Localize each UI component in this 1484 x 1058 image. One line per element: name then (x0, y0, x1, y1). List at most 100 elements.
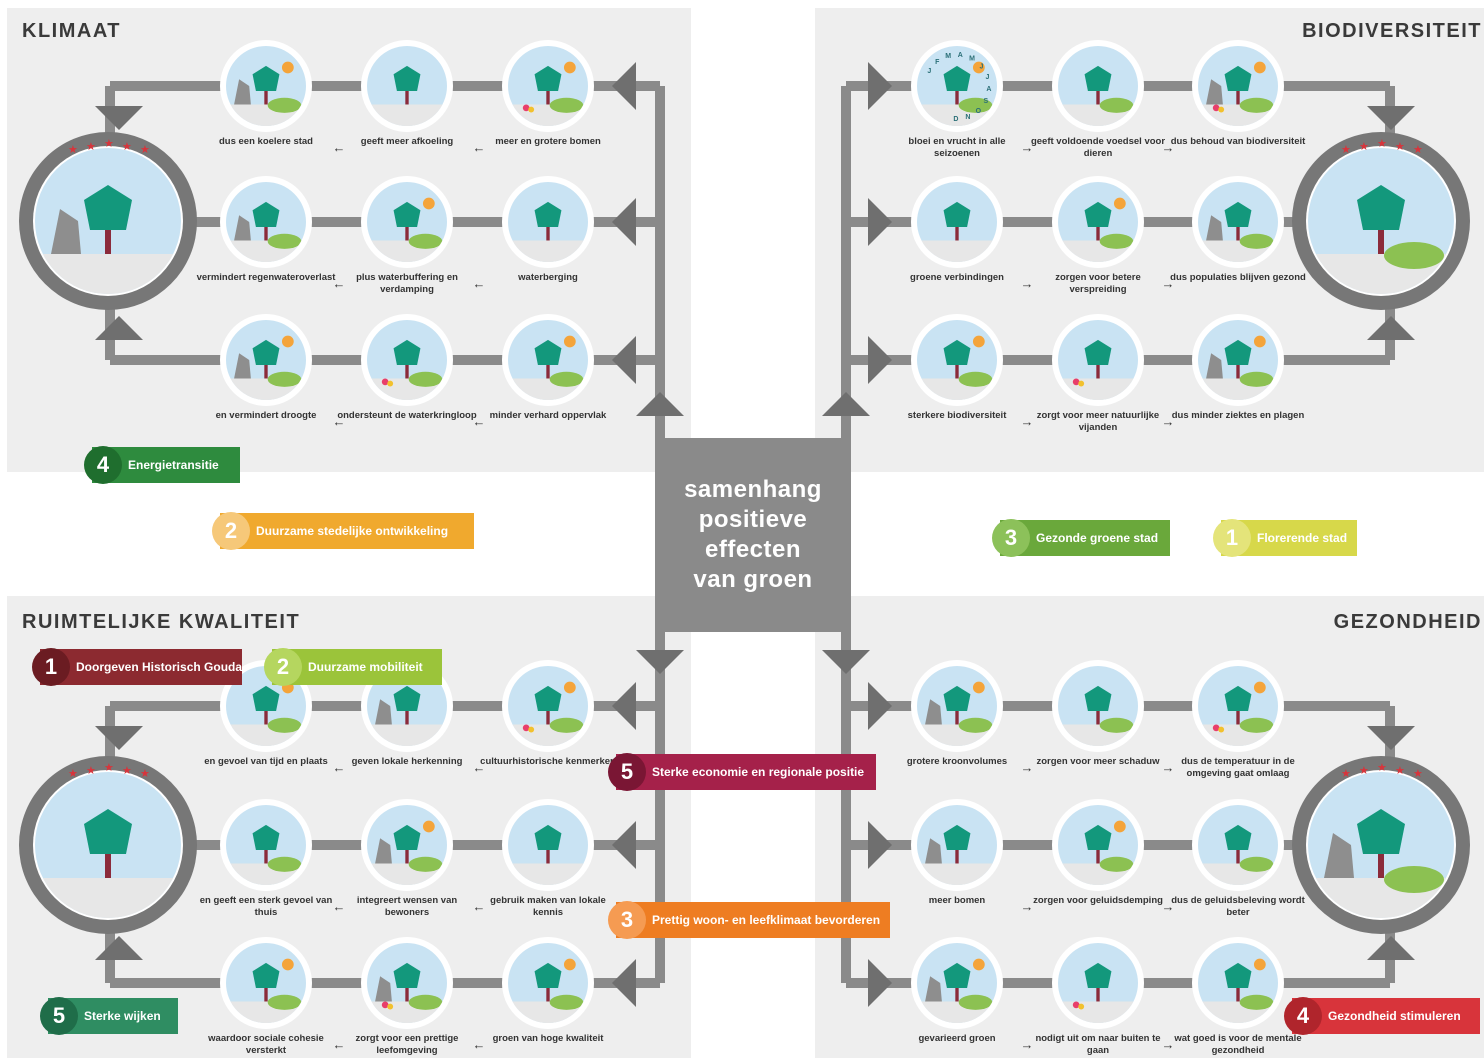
flow-arrow (1367, 106, 1415, 130)
arrow-left-icon: ← (332, 414, 346, 429)
effect-node (506, 180, 590, 264)
effect-caption: dus de temperatuur in de omgeving gaat o… (1181, 756, 1295, 779)
effect-caption: en gevoel van tijd en plaats (204, 756, 328, 767)
effect-node (915, 664, 999, 748)
star-icon: ★ (1359, 765, 1369, 777)
arrow-right-icon: → (1161, 276, 1175, 291)
star-icon: ★ (1341, 144, 1351, 156)
effect-caption: groene verbindingen (910, 272, 1004, 283)
effect-node (506, 318, 590, 402)
effect-caption: groen van hoge kwaliteit (492, 1033, 604, 1044)
flow-arrow (822, 392, 870, 416)
effect-caption: dus minder ziektes en plagen (1171, 410, 1305, 421)
center-title-line: samenhang (684, 476, 822, 503)
scene-icon (508, 943, 588, 1023)
goal-badge-number: 4 (84, 446, 122, 484)
effect-caption: waardoor sociale cohesie versterkt (208, 1033, 324, 1056)
effect-node (365, 941, 449, 1025)
summary-circle (33, 146, 183, 296)
star-icon: ★ (1377, 762, 1387, 774)
effect-node (1196, 664, 1280, 748)
effect-caption: plus waterbuffering en verdamping (356, 272, 458, 295)
arrow-left-icon: ← (332, 760, 346, 775)
goal-badge-label: Gezonde groene stad (1036, 531, 1159, 545)
goal-badge-number: 2 (212, 512, 250, 550)
scene-icon (508, 182, 588, 262)
scene-icon (226, 46, 306, 126)
star-icon: ★ (122, 141, 132, 153)
flow-arrow (636, 650, 684, 674)
arrow-right-icon: → (1161, 899, 1175, 914)
star-icon: ★ (68, 768, 78, 780)
goal-badge-label: Gezondheid stimuleren (1328, 1009, 1461, 1023)
goal-badge: 3 Gezonde groene stad (992, 519, 1170, 557)
star-icon: ★ (140, 768, 150, 780)
effect-caption: dus behoud van biodiversiteit (1170, 136, 1306, 147)
svg-text:F: F (935, 59, 940, 66)
arrow-left-icon: ← (332, 1037, 346, 1052)
svg-text:J: J (980, 63, 984, 70)
effect-node (224, 318, 308, 402)
scene-icon (35, 148, 181, 294)
arrow-left-icon: ← (472, 414, 486, 429)
goal-badge-number: 2 (264, 648, 302, 686)
effect-caption: waterberging (518, 272, 578, 283)
effect-node (506, 941, 590, 1025)
scene-icon (917, 46, 997, 126)
arrow-left-icon: ← (472, 140, 486, 155)
klimaat-title: KLIMAAT (22, 20, 121, 42)
goal-badge-label: Energietransitie (128, 458, 219, 472)
goal-badge-number: 5 (40, 997, 78, 1035)
effect-node (506, 44, 590, 128)
scene-icon (226, 666, 306, 746)
effect-node (1196, 318, 1280, 402)
svg-text:J: J (927, 68, 931, 75)
goal-badge-number: 3 (992, 519, 1030, 557)
arrow-left-icon: ← (332, 140, 346, 155)
effect-caption: geven lokale herkenning (351, 756, 463, 767)
flow-arrow (636, 392, 684, 416)
flow-arrow (868, 959, 892, 1007)
scene-icon (1058, 182, 1138, 262)
effect-caption: cultuurhistorische kenmerken (480, 756, 616, 767)
scene-icon (1308, 772, 1454, 918)
star-icon: ★ (1341, 768, 1351, 780)
effect-node (1056, 803, 1140, 887)
scene-icon (1198, 46, 1278, 126)
goal-badge-number: 1 (1213, 519, 1251, 557)
effect-node (915, 803, 999, 887)
effect-caption: meer en grotere bomen (495, 136, 601, 147)
arrow-left-icon: ← (472, 760, 486, 775)
effect-node (1056, 941, 1140, 1025)
scene-icon (1198, 182, 1278, 262)
star-icon: ★ (1413, 144, 1423, 156)
scene-icon (367, 805, 447, 885)
flow-arrow (1367, 316, 1415, 340)
svg-text:M: M (945, 53, 951, 60)
effect-caption: dus de geluidsbeleving wordt beter (1171, 895, 1305, 918)
arrow-right-icon: → (1020, 899, 1034, 914)
scene-icon (917, 320, 997, 400)
goal-badge-number: 4 (1284, 997, 1322, 1035)
goal-badge: 4 Gezondheid stimuleren (1284, 997, 1480, 1035)
flow-arrow (612, 959, 636, 1007)
flow-arrow (95, 726, 143, 750)
effect-caption: wat goed is voor de mentale gezondheid (1174, 1033, 1302, 1056)
scene-icon (508, 320, 588, 400)
svg-text:A: A (986, 86, 991, 93)
effect-caption: ondersteunt de waterkringloop (337, 410, 477, 421)
star-icon: ★ (1413, 768, 1423, 780)
effect-node (506, 803, 590, 887)
arrow-left-icon: ← (472, 1037, 486, 1052)
flow-arrow (868, 62, 892, 110)
svg-text:A: A (958, 52, 963, 59)
effect-node (1196, 803, 1280, 887)
arrow-left-icon: ← (332, 276, 346, 291)
arrow-right-icon: → (1020, 760, 1034, 775)
